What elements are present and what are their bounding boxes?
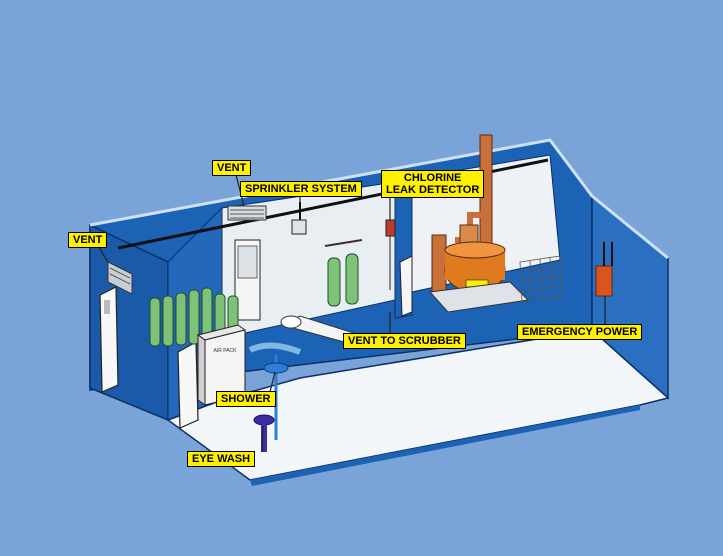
emergency-power-box <box>595 242 613 297</box>
air-pack-text: AIR PACK <box>214 348 238 354</box>
door-middle <box>177 340 199 429</box>
label-sprinkler-system: SPRINKLER SYSTEM <box>240 181 362 197</box>
vent-grille-top <box>227 205 267 221</box>
door-left <box>99 286 119 393</box>
door-right <box>399 255 413 317</box>
label-eye-wash: EYE WASH <box>187 451 256 467</box>
label-chlorine-leak-detector: CHLORINE LEAK DETECTOR <box>381 170 485 198</box>
safety-shower <box>248 342 302 440</box>
gas-cylinders <box>149 287 239 347</box>
label-chlorine-line1: CHLORINE <box>403 172 462 184</box>
rack-grid <box>519 255 563 303</box>
sprinkler-head <box>291 202 307 235</box>
floor-lower-edge <box>250 405 640 486</box>
label-vent-to-scrubber: VENT TO SCRUBBER <box>343 333 466 349</box>
chlorine-cylinders <box>324 239 363 307</box>
eye-wash-station <box>253 414 275 452</box>
label-vent-left: VENT <box>68 232 108 248</box>
label-emergency-power: EMERGENCY POWER <box>517 324 643 340</box>
label-shower: SHOWER <box>216 391 276 407</box>
evaporator-tank <box>428 134 530 313</box>
door-back <box>234 239 261 321</box>
label-vent-top: VENT <box>212 160 252 176</box>
vent-grille-left <box>107 261 133 295</box>
label-chlorine-line2: LEAK DETECTOR <box>386 184 480 196</box>
